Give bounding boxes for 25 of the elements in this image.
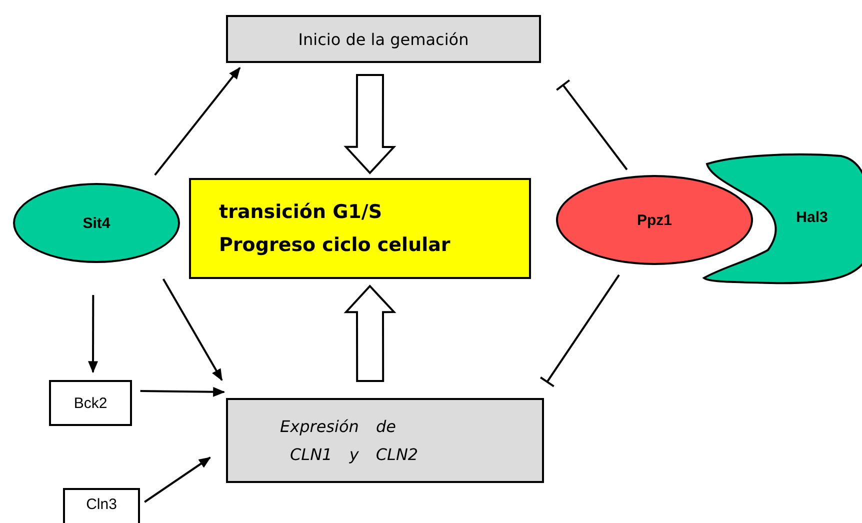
node-label: Sit4 bbox=[82, 214, 110, 232]
process-box bbox=[226, 15, 541, 63]
arrow bbox=[162, 278, 223, 382]
block-arrow bbox=[344, 284, 396, 382]
node-label: CLN1 y CLN2 bbox=[289, 444, 418, 466]
node-label: Cln3 bbox=[86, 496, 117, 512]
protein-shape bbox=[701, 152, 862, 286]
node-label: Expresión de bbox=[280, 416, 396, 438]
inhibition-line bbox=[540, 274, 620, 388]
arrow bbox=[144, 456, 211, 503]
arrow bbox=[88, 295, 98, 374]
arrow bbox=[154, 67, 241, 176]
process-box bbox=[189, 178, 531, 279]
block-arrow bbox=[344, 74, 396, 174]
process-box bbox=[226, 398, 544, 483]
gene-box bbox=[63, 488, 140, 523]
node-label: Inicio de la gemación bbox=[298, 30, 469, 48]
node-label: Hal3 bbox=[796, 208, 828, 226]
gene-box bbox=[49, 380, 132, 426]
arrow bbox=[140, 386, 226, 397]
node-label: Progreso ciclo celular bbox=[219, 232, 450, 258]
node-label: Ppz1 bbox=[636, 212, 672, 228]
node-label: transición G1/S bbox=[219, 200, 382, 226]
inhibition-line bbox=[556, 79, 628, 170]
node-label: Bck2 bbox=[74, 394, 108, 412]
